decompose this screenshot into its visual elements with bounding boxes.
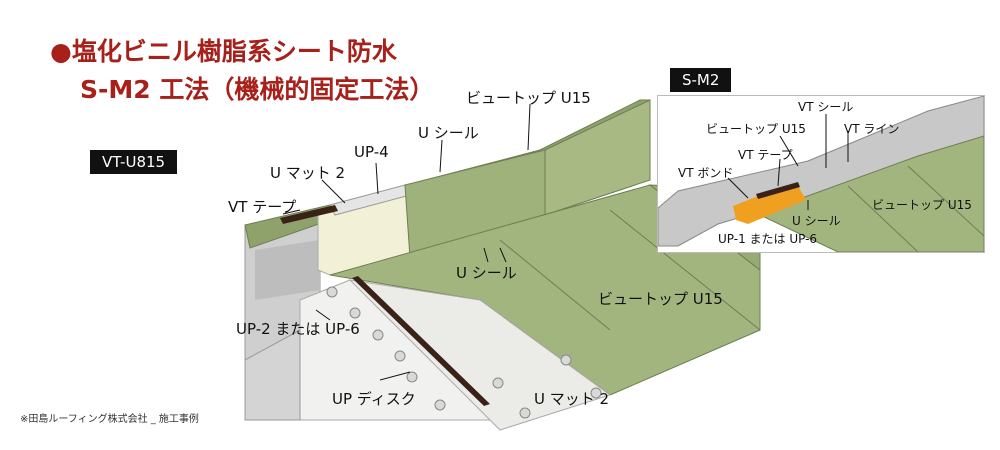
up-disks	[326, 286, 602, 419]
inset-label-vt-tape: VT テープ	[738, 148, 793, 162]
label-up4: UP-4	[354, 143, 389, 161]
label-u-seal-mid: U シール	[456, 264, 517, 282]
footnote: ※田島ルーフィング株式会社 _ 施工事例	[20, 414, 199, 425]
inset-vt-bond	[733, 186, 806, 224]
inset-method-tag: S-M2	[670, 68, 732, 92]
inset-label-viewtop-right: ビュートップ U15	[872, 198, 972, 212]
inset-detail: VT シール ビュートップ U15 VT ライン VT テープ VT ボンド ビ…	[657, 95, 985, 253]
label-vt-tape: VT テープ	[228, 198, 297, 216]
diagram-subtitle: S-M2 工法（機械的固定工法）	[80, 75, 435, 104]
u-mat-floor-front	[348, 279, 612, 431]
viewtop-wall-sheet-right	[544, 99, 651, 216]
label-up2-or-up6: UP-2 または UP-6	[236, 320, 360, 338]
label-viewtop-mid: ビュートップ U15	[598, 290, 723, 308]
label-up-disk: UP ディスク	[332, 390, 416, 408]
inset-label-viewtop: ビュートップ U15	[706, 122, 806, 136]
inset-label-vt-line: VT ライン	[844, 122, 900, 136]
diagram-title: ●塩化ビニル樹脂系シート防水	[50, 37, 397, 66]
inset-label-vt-seal: VT シール	[798, 100, 854, 114]
label-viewtop-top: ビュートップ U15	[466, 89, 591, 107]
label-u-mat2-top: U マット 2	[270, 164, 346, 182]
inset-label-u-seal: U シール	[792, 214, 841, 228]
inset-label-vt-bond: VT ボンド	[678, 166, 734, 180]
inset-roof-sheet	[756, 135, 984, 252]
parapet-face	[255, 240, 320, 300]
label-u-seal-top: U シール	[418, 124, 479, 142]
inset-vt-tape	[756, 182, 800, 199]
inset-diagram	[658, 96, 984, 252]
vt-tape-band	[280, 205, 338, 224]
up2-strip	[352, 276, 490, 406]
label-u-mat2-bottom: U マット 2	[534, 390, 610, 408]
slab-edge	[244, 329, 301, 421]
inset-label-up1-or-up6: UP-1 または UP-6	[718, 232, 818, 246]
product-tag: VT-U815	[90, 150, 178, 174]
